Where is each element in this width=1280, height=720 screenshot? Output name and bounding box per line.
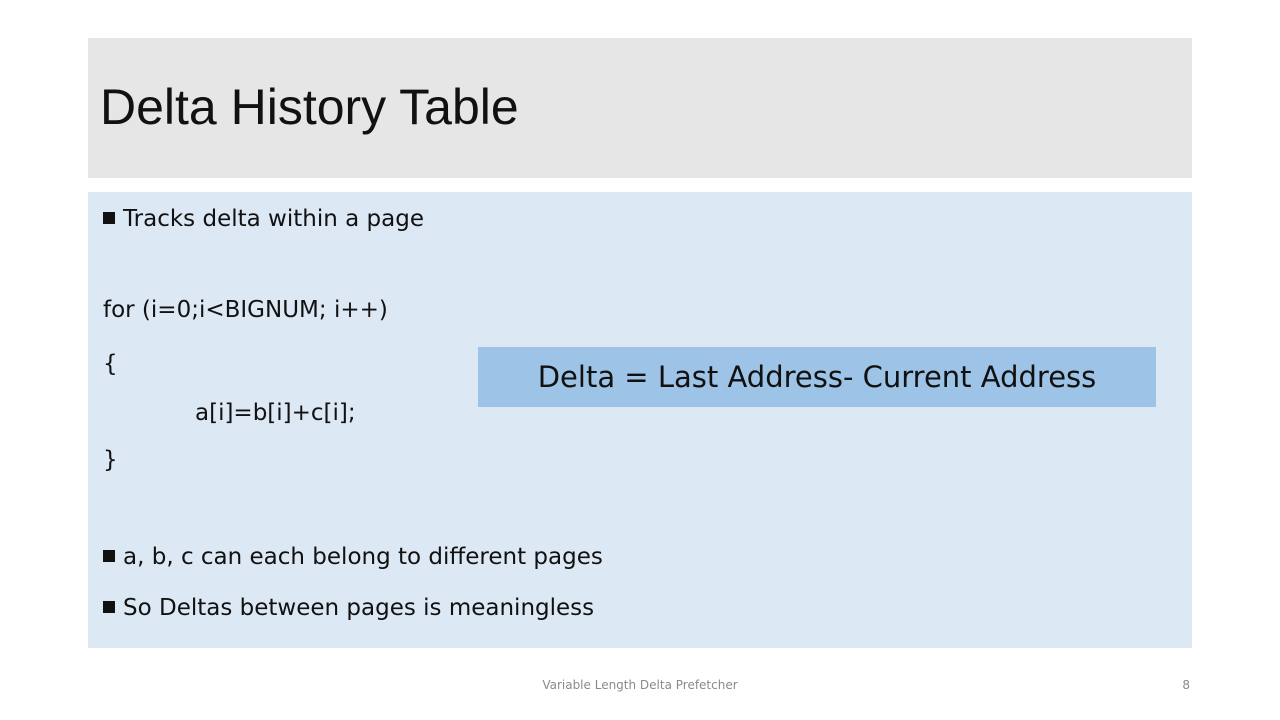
delta-definition-callout: Delta = Last Address- Current Address (478, 347, 1156, 407)
slide-title: Delta History Table (100, 79, 519, 135)
code-loop-line: for (i=0;i<BIGNUM; i++) (103, 297, 388, 323)
bullet-text: a, b, c can each belong to different pag… (123, 544, 603, 570)
content-area: Tracks delta within a page for (i=0;i<BI… (88, 192, 1192, 648)
footer-title: Variable Length Delta Prefetcher (542, 678, 738, 692)
code-open-brace: { (103, 351, 118, 377)
code-body-line: a[i]=b[i]+c[i]; (195, 400, 356, 426)
code-close-brace: } (103, 447, 118, 473)
square-bullet-icon (103, 550, 115, 562)
bullet-text: Tracks delta within a page (123, 206, 424, 232)
square-bullet-icon (103, 601, 115, 613)
bullet-item: Tracks delta within a page (103, 204, 424, 234)
bullet-text: So Deltas between pages is meaningless (123, 595, 595, 621)
page-number: 8 (1182, 678, 1190, 692)
title-bar: Delta History Table (88, 38, 1192, 178)
bullet-item: a, b, c can each belong to different pag… (103, 542, 603, 572)
square-bullet-icon (103, 212, 115, 224)
bullet-item: So Deltas between pages is meaningless (103, 593, 594, 623)
